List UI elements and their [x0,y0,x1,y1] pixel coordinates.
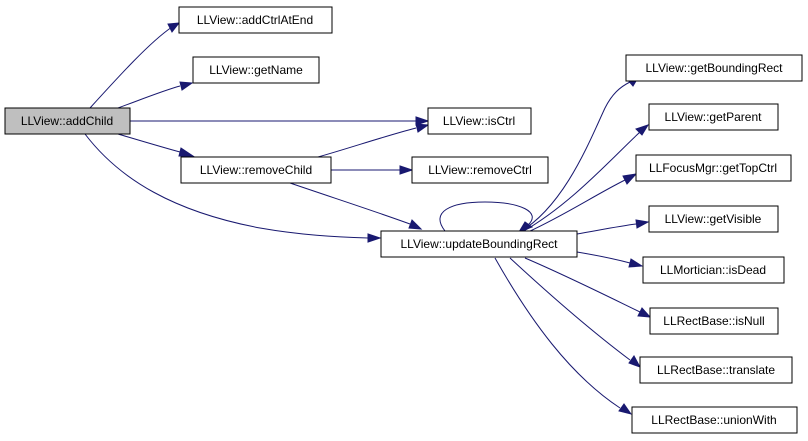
node-getvisible-label: LLView::getVisible [665,212,762,226]
node-isnull-label: LLRectBase::isNull [663,314,764,328]
arrow-translate [628,355,642,368]
node-addctrlatend-box [178,6,333,34]
arrow-unionwith [618,403,633,415]
arrow-removechild [178,147,195,157]
arrow-getvisible [635,219,650,229]
node-removectrl[interactable]: LLView::removeCtrl [411,156,549,184]
edge-addchild-getname [117,85,181,109]
node-getparent[interactable]: LLView::getParent [648,103,779,131]
node-removechild-label: LLView::removeChild [200,163,312,177]
arrow-isnull [637,307,652,318]
node-translate-box [639,356,793,384]
node-getboundingrect-box [625,54,803,82]
node-removectrl-box [411,156,549,184]
node-isctrl-label: LLView::isCtrl [443,114,515,128]
node-addchild-label: LLView::addChild [21,114,113,128]
node-removectrl-label: LLView::removeCtrl [428,163,532,177]
node-updateboundingrect[interactable]: LLView::updateBoundingRect [380,230,578,258]
node-updateboundingrect-box [380,230,578,258]
node-addchild-box [4,107,131,135]
edge-removechild-isctrl [317,127,417,158]
arrow-getparent [635,124,650,136]
node-unionwith[interactable]: LLRectBase::unionWith [631,406,798,434]
edge-updateboundingrect-translate [509,257,631,361]
edges [84,22,652,415]
node-gettopctrl[interactable]: LLFocusMgr::getTopCtrl [635,154,792,182]
arrow-removectrl [399,165,414,175]
node-removechild[interactable]: LLView::removeChild [180,156,332,184]
edge-updateboundingrect-getparent [521,131,641,233]
edge-updateboundingrect-getboundingrect [519,81,631,233]
arrow-isdead [628,258,644,268]
edge-addchild-addctrlatend [89,26,173,109]
node-updateboundingrect-label: LLView::updateBoundingRect [400,237,558,251]
edge-updateboundingrect-getvisible [576,223,637,235]
node-unionwith-label: LLRectBase::unionWith [651,413,776,427]
arrow-isctrl-from-removechild [415,123,430,133]
node-getvisible[interactable]: LLView::getVisible [648,205,779,233]
node-getparent-box [648,103,779,131]
node-unionwith-box [631,406,798,434]
arrow-getname [179,81,194,91]
node-isdead[interactable]: LLMortician::isDead [642,256,785,284]
node-removechild-box [180,156,332,184]
arrow-updateboundingrect-from-removechild [408,219,423,230]
node-addctrlatend-label: LLView::addCtrlAtEnd [197,13,313,27]
node-getname-box [192,56,320,84]
node-getparent-label: LLView::getParent [665,110,763,124]
edge-addchild-updateboundingrect [84,133,369,239]
node-translate[interactable]: LLRectBase::translate [639,356,793,384]
node-isctrl[interactable]: LLView::isCtrl [427,107,532,135]
node-getname-label: LLView::getName [209,63,303,77]
edge-updateboundingrect-isnull [524,257,641,313]
edge-updateboundingrect-self [439,201,533,232]
node-isdead-box [642,256,785,284]
node-addctrlatend[interactable]: LLView::addCtrlAtEnd [178,6,333,34]
node-isctrl-box [427,107,532,135]
arrow-gettopctrl [622,173,638,185]
node-gettopctrl-label: LLFocusMgr::getTopCtrl [649,161,777,175]
node-getname[interactable]: LLView::getName [192,56,320,84]
edge-removechild-updateboundingrect [289,182,411,225]
edge-addchild-removechild [117,133,181,153]
node-isdead-label: LLMortician::isDead [660,263,766,277]
arrow-isctrl-from-addchild [415,116,430,126]
node-getboundingrect-label: LLView::getBoundingRect [646,61,784,75]
node-getboundingrect[interactable]: LLView::getBoundingRect [625,54,803,82]
arrow-addctrlatend [167,22,181,33]
edge-updateboundingrect-isdead [576,251,631,264]
node-isnull-box [649,307,779,335]
node-gettopctrl-box [635,154,792,182]
edge-updateboundingrect-gettopctrl [527,179,626,233]
node-isnull[interactable]: LLRectBase::isNull [649,307,779,335]
edge-updateboundingrect-unionwith [494,257,621,409]
arrow-updateboundingrect-from-addchild [367,233,382,243]
node-translate-label: LLRectBase::translate [657,363,775,377]
node-addchild[interactable]: LLView::addChild [4,107,131,135]
node-getvisible-box [648,205,779,233]
